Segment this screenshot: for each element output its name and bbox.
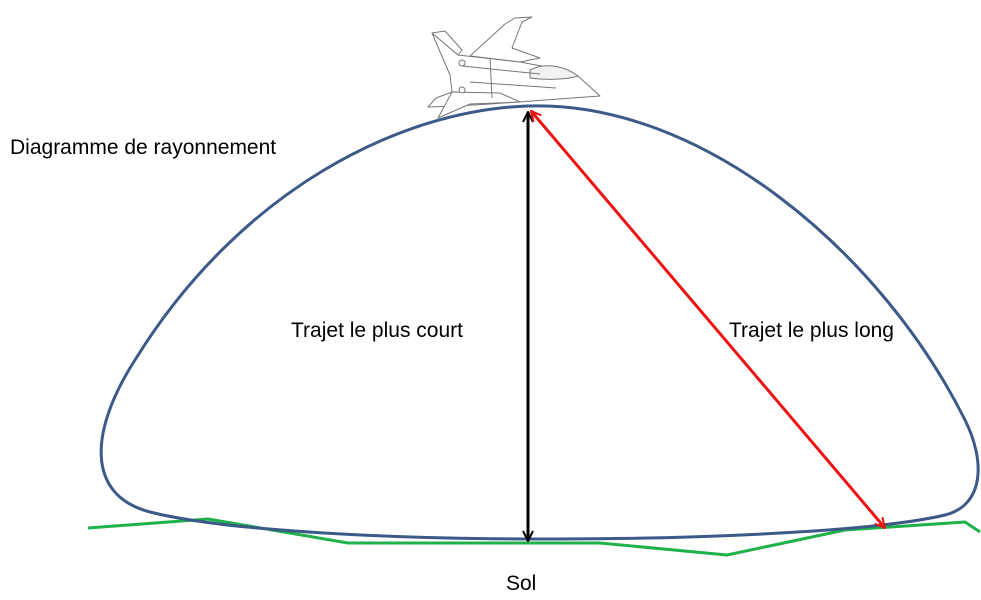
ground-label: Sol: [506, 572, 537, 595]
ground-line: [87, 517, 981, 557]
longest-path-arrow: [531, 111, 885, 528]
longest-path-label: Trajet le plus long: [729, 319, 894, 342]
fighter-jet-icon: [427, 16, 601, 119]
radiation-pattern-label: Diagramme de rayonnement: [10, 136, 277, 159]
shortest-path-label: Trajet le plus court: [291, 319, 463, 342]
